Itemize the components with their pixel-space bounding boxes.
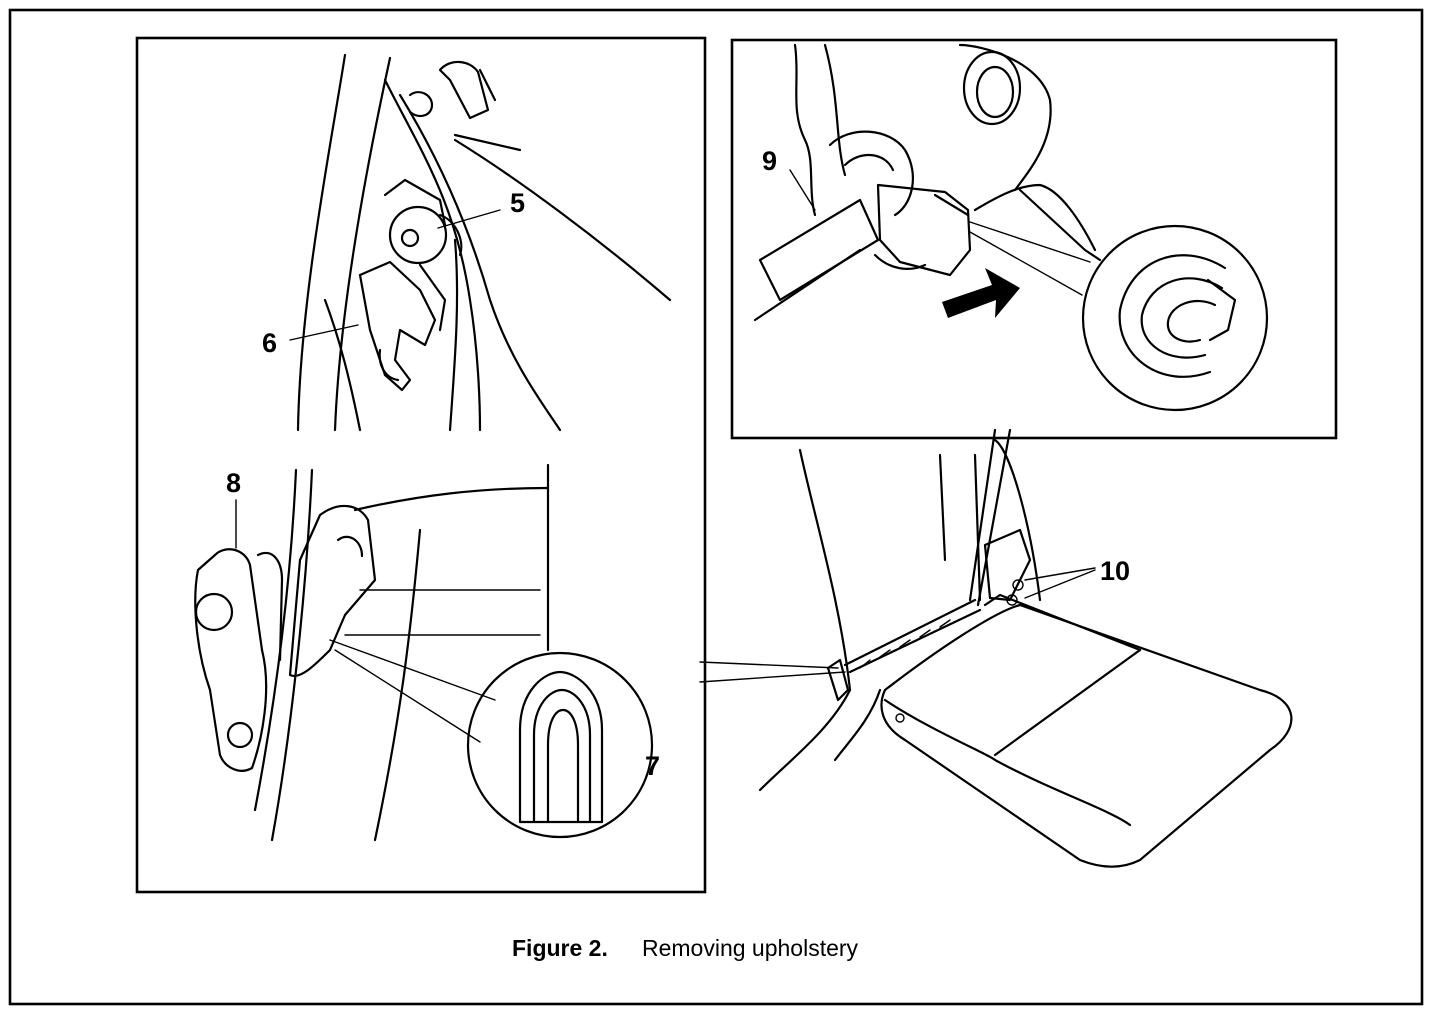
figure-caption-label: Figure 2. — [512, 935, 608, 961]
seat-back-latch-drawing — [289, 53, 672, 432]
callout-8: 8 — [226, 468, 241, 498]
callout-5: 5 — [510, 188, 525, 218]
right-detail-panel — [730, 38, 1338, 440]
page-border — [8, 8, 1424, 1006]
callout-10: 10 — [1100, 556, 1130, 586]
left-panel-frame — [135, 36, 707, 894]
hinge-bracket-drawing — [194, 463, 654, 842]
callout-9: 9 — [762, 146, 777, 176]
callout-6: 6 — [262, 328, 277, 358]
left-detail-panel — [135, 36, 707, 894]
callout-7: 7 — [645, 751, 660, 781]
clip-detail-circle-7 — [466, 651, 654, 839]
direction-arrow — [942, 268, 1020, 318]
figure-caption-text: Removing upholstery — [642, 935, 859, 961]
clip-detail-circle-9 — [1081, 224, 1269, 412]
seat-cushion-drawing — [699, 428, 1293, 868]
right-panel-frame — [730, 38, 1338, 440]
